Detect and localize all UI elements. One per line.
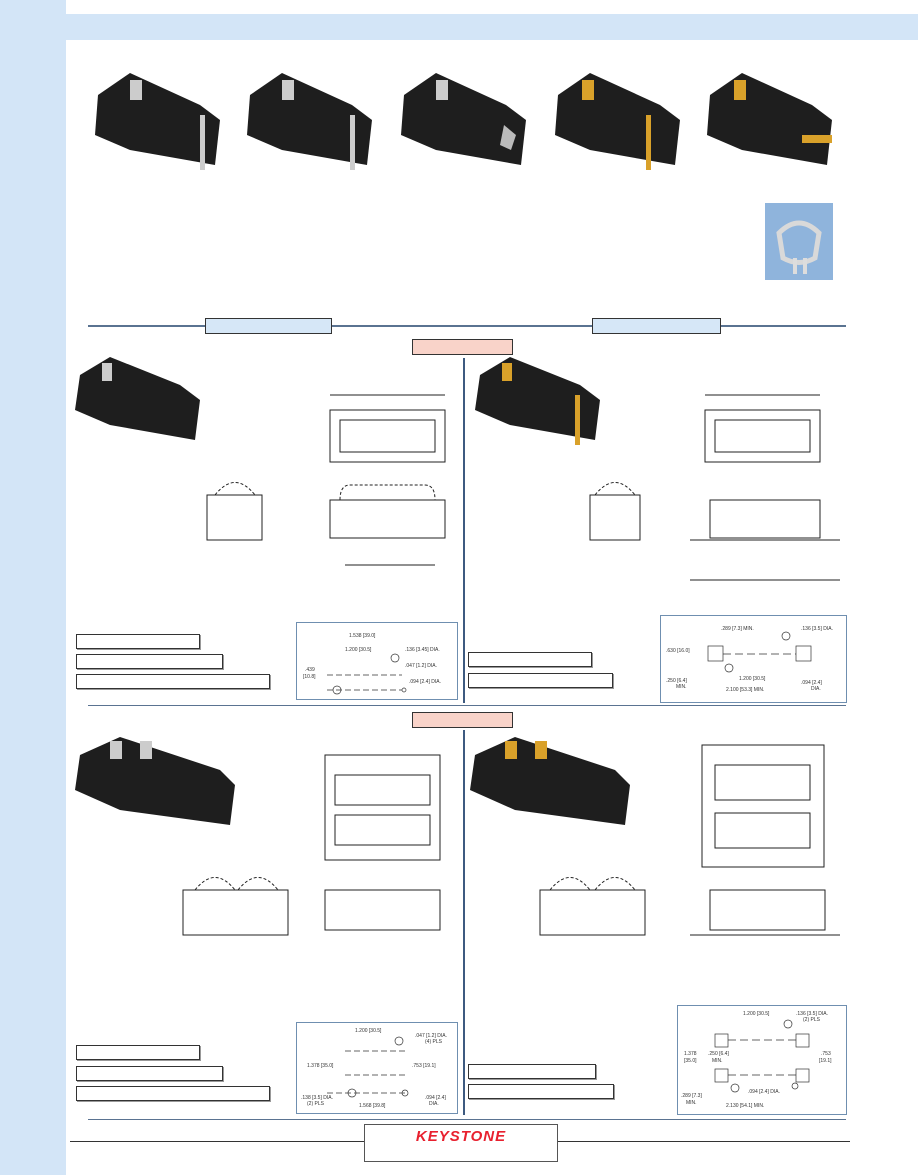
single-tin-photo [75,357,200,440]
dim: 2.130 [54.1] MIN. [726,1103,765,1109]
dimension-drawings [75,357,840,936]
dim: MIN. [676,684,687,690]
dim: [19.1] [819,1058,832,1064]
dim: .094 [2.4] DIA. [409,679,441,685]
part-number-box [76,1066,223,1081]
dim: .289 [7.3] [681,1093,702,1099]
dim: 1.538 [39.0] [349,633,376,639]
dim: (2) PLS [803,1017,820,1023]
part-number-box [468,652,592,667]
dim: 2.100 [53.3] MIN. [726,687,765,693]
logo-text: KEYSTONE [415,1128,507,1145]
dim: .753 [821,1051,831,1057]
holder-tin-1 [95,73,220,170]
dim: .138 [3.5] DIA. [301,1095,333,1101]
dim: .136 [3.45] DIA. [405,647,440,653]
dim: .630 [16.0] [666,648,690,654]
column-divider [463,358,465,703]
part-number-box [76,674,270,689]
footprint-dual-pc: 1.200 [30.5] .047 [1.2] DIA. (4) PLS 1.3… [296,1022,458,1114]
dim: 1.200 [30.5] [739,676,766,682]
footprint-single-pc: 1.538 [39.0] 1.200 [30.5] .136 [3.45] DI… [296,622,458,700]
dim: .753 [19.1] [412,1063,436,1069]
dim: 1.568 [39.8] [359,1103,386,1109]
single-cell-label [412,339,513,355]
dim: .289 [7.3] MIN. [721,626,754,632]
footer-divider [88,1119,846,1120]
footprint-lines [707,631,812,673]
part-number-box [76,654,223,669]
holder-tin-3 [401,73,526,165]
holder-tin-2 [247,73,372,170]
column-divider [463,730,465,1115]
dim: 1.200 [30.5] [743,1011,770,1017]
section-label-gold [592,318,721,334]
dual-gold-top-view [701,744,825,868]
holder-gold-1 [555,73,680,170]
dim: 1.200 [30.5] [345,647,372,653]
part-number-box [76,1045,200,1060]
keystone-logo: KEYSTONE [364,1124,558,1162]
dim: .047 [1.2] DIA. [415,1033,447,1039]
single-gold-side-view [589,482,840,581]
dual-gold-side-view [539,877,840,936]
single-gold-photo [475,357,600,445]
dim: .136 [3.5] DIA. [801,626,833,632]
dim: .047 [1.2] DIA. [405,663,437,669]
dim: .094 [2.4] [425,1095,446,1101]
part-number-box [468,673,613,688]
footer-line [556,1141,850,1142]
part-number-box [468,1064,596,1079]
footprint-lines [327,1036,409,1098]
dim: DIA. [811,686,821,692]
dim: .250 [6.4] [666,678,687,684]
footprint-dual-smt: 1.200 [30.5] .136 [3.5] DIA. (2) PLS 1.3… [677,1005,847,1115]
dim: (2) PLS [307,1101,324,1107]
dim: .094 [2.4] [801,680,822,686]
product-images [95,73,832,170]
left-margin-band [0,0,66,1175]
footprint-lines [714,1019,810,1093]
dim: [35.0] [684,1058,697,1064]
dim: .439 [305,667,315,673]
dual-gold-photo [470,737,630,825]
dim: 1.378 [684,1051,697,1057]
dim: .136 [3.5] DIA. [796,1011,828,1017]
part-number-box [468,1084,614,1099]
footprint-lines [327,653,407,695]
dim: MIN. [712,1058,723,1064]
dual-tin-top-view [324,754,441,861]
dim: 1.200 [30.5] [355,1028,382,1034]
footprint-single-smt: .289 [7.3] MIN. .136 [3.5] DIA. .630 [16… [660,615,847,703]
contact-clip-photo [765,203,833,280]
dual-tin-photo [75,737,235,825]
dual-cell-label [412,712,513,728]
footer-line [70,1141,365,1142]
single-tin-top-view [329,394,446,463]
dim: DIA. [429,1101,439,1107]
section-label-tin [205,318,332,334]
dim: 1.378 [35.0] [307,1063,334,1069]
holder-gold-2 [707,73,832,165]
dim: .250 [6.4] [708,1051,729,1057]
dim: MIN. [686,1100,697,1106]
section-divider [88,705,846,706]
single-gold-top-view [704,394,821,463]
part-number-box [76,634,200,649]
dim: (4) PLS [425,1039,442,1045]
part-number-box [76,1086,270,1101]
section-divider [88,325,846,327]
dual-tin-side-view [182,877,441,936]
dim: .094 [2.4] DIA. [748,1089,780,1095]
header-band [66,14,918,40]
dim: [10.8] [303,674,316,680]
single-tin-side-view [206,482,446,566]
clip-icon [776,220,822,274]
